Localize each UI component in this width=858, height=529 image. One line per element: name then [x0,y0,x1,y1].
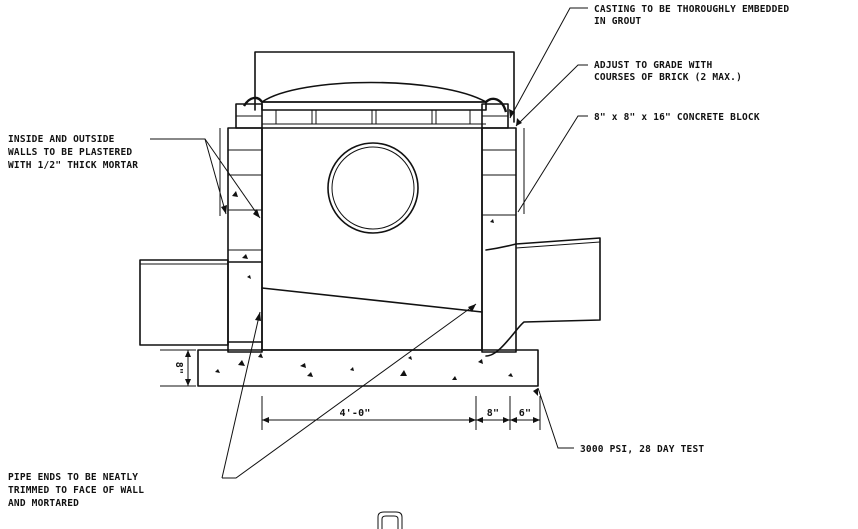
note-adjust-line1: ADJUST TO GRADE WITH [594,60,712,71]
dim-base-projection: 6" [519,408,531,419]
note-plaster-line1: INSIDE AND OUTSIDE [8,134,115,145]
note-plaster-line2: WALLS TO BE PLASTERED [8,147,132,158]
right-block-wall [481,127,517,353]
pipe-opening [327,142,419,234]
chamber-interior [261,127,483,351]
casting-frame [254,51,515,123]
brick-courses [235,103,509,129]
right-pipe [485,237,601,357]
note-concrete-strength: 3000 PSI, 28 DAY TEST [580,444,704,455]
left-pipe [139,259,263,346]
partial-symbol [377,511,403,529]
dim-wall: 8" [487,408,499,419]
note-casting-line1: CASTING TO BE THOROUGHLY EMBEDDED [594,4,789,15]
wall-plaster [219,128,525,216]
dim-base-thickness: 8" [173,362,184,374]
leader-arrowheads [221,109,538,396]
manhole-cover-casting [242,81,508,125]
note-adjust-line2: COURSES OF BRICK (2 MAX.) [594,72,742,83]
partial-symbol-inner [381,515,399,529]
note-pipe-ends-line3: AND MORTARED [8,498,79,509]
chamber-floor [261,287,483,313]
leader-lines [150,7,588,479]
horizontal-dimensions [261,396,541,430]
base-thickness-dimension [160,349,196,387]
note-casting-line2: IN GROUT [594,16,641,27]
note-plaster-line3: WITH 1/2" THICK MORTAR [8,160,138,171]
note-pipe-ends-line2: TRIMMED TO FACE OF WALL [8,485,144,496]
note-pipe-ends-line1: PIPE ENDS TO BE NEATLY [8,472,138,483]
dim-inside-width: 4'-0" [339,408,370,419]
note-concrete-block: 8" x 8" x 16" CONCRETE BLOCK [594,112,760,123]
